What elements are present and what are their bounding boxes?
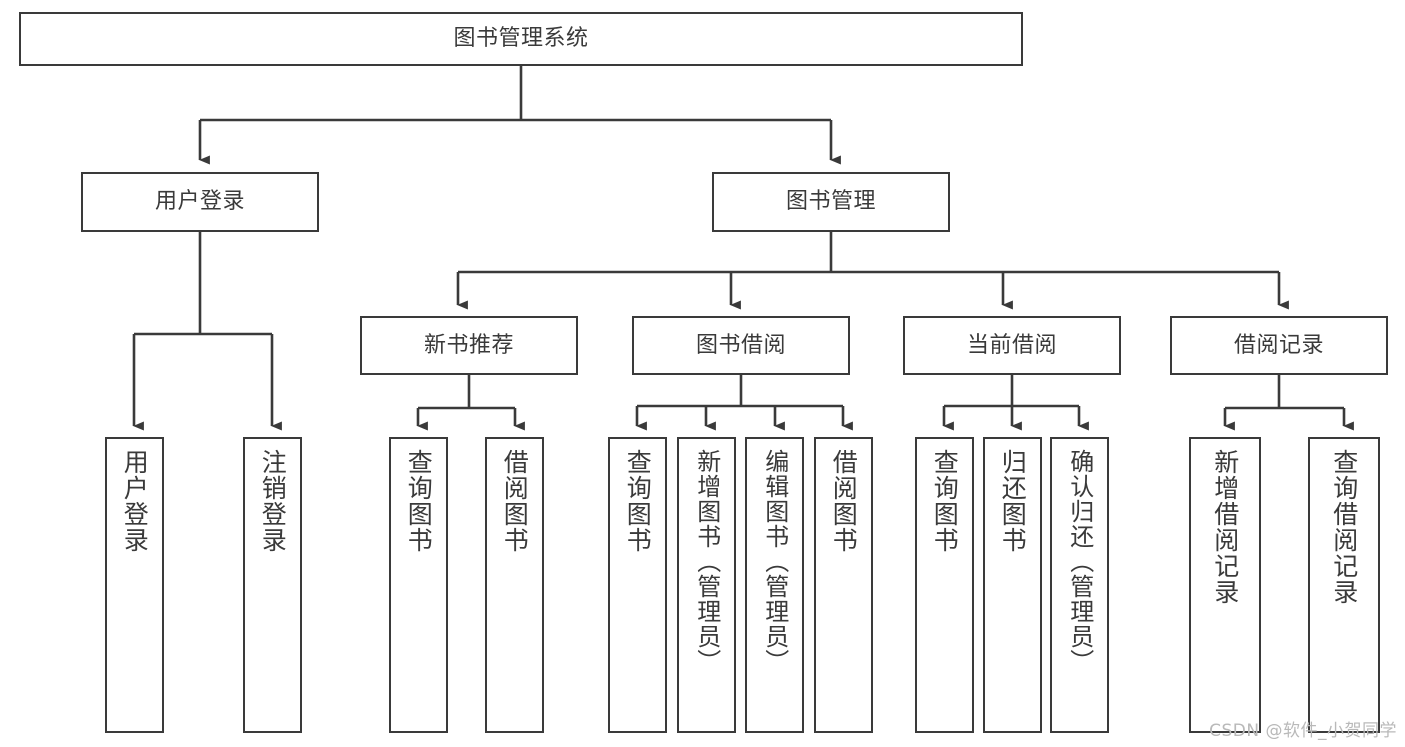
node-label: 新增借阅记录: [1210, 449, 1240, 605]
node-book-borrow[interactable]: 图书借阅: [632, 316, 850, 375]
leaf-confirm-return-admin[interactable]: 确认归还（管理员）: [1050, 437, 1109, 733]
node-user-login[interactable]: 用户登录: [81, 172, 319, 232]
leaf-return-book[interactable]: 归还图书: [983, 437, 1042, 733]
node-label: 归还图书: [998, 449, 1028, 553]
node-label: 图书借阅: [695, 332, 786, 358]
node-label: 查询借阅记录: [1329, 449, 1359, 605]
node-label: 查询图书: [404, 449, 434, 553]
leaf-add-borrow-record[interactable]: 新增借阅记录: [1189, 437, 1261, 733]
node-label: 用户登录: [120, 449, 150, 553]
leaf-borrow-book-newbook[interactable]: 借阅图书: [485, 437, 544, 733]
leaf-borrow-book[interactable]: 借阅图书: [814, 437, 873, 733]
leaf-add-book-admin[interactable]: 新增图书（管理员）: [677, 437, 736, 733]
node-label: 新书推荐: [423, 332, 514, 358]
node-label: 图书管理系统: [453, 26, 589, 52]
leaf-query-book-current[interactable]: 查询图书: [915, 437, 974, 733]
node-new-book-recommend[interactable]: 新书推荐: [360, 316, 578, 375]
node-book-management[interactable]: 图书管理: [712, 172, 950, 232]
node-borrow-record[interactable]: 借阅记录: [1170, 316, 1388, 375]
node-label: 注销登录: [258, 449, 288, 553]
node-current-borrow[interactable]: 当前借阅: [903, 316, 1121, 375]
node-label: 新增图书（管理员）: [692, 449, 721, 674]
leaf-query-book-newbook[interactable]: 查询图书: [389, 437, 448, 733]
node-label: 编辑图书（管理员）: [760, 449, 789, 674]
node-label: 查询图书: [930, 449, 960, 553]
node-label: 借阅记录: [1233, 332, 1324, 358]
node-label: 查询图书: [623, 449, 653, 553]
leaf-query-borrow-record[interactable]: 查询借阅记录: [1308, 437, 1380, 733]
csdn-watermark: CSDN @软件_小贺同学: [1209, 721, 1397, 741]
node-label: 借阅图书: [829, 449, 859, 553]
node-label: 当前借阅: [966, 332, 1057, 358]
node-label: 确认归还（管理员）: [1065, 449, 1094, 674]
node-label: 图书管理: [785, 189, 876, 215]
leaf-query-book-borrow[interactable]: 查询图书: [608, 437, 667, 733]
leaf-logout[interactable]: 注销登录: [243, 437, 302, 733]
leaf-edit-book-admin[interactable]: 编辑图书（管理员）: [745, 437, 804, 733]
node-root-system[interactable]: 图书管理系统: [19, 12, 1023, 66]
leaf-user-login[interactable]: 用户登录: [105, 437, 164, 733]
node-label: 用户登录: [154, 189, 245, 215]
node-label: 借阅图书: [500, 449, 530, 553]
